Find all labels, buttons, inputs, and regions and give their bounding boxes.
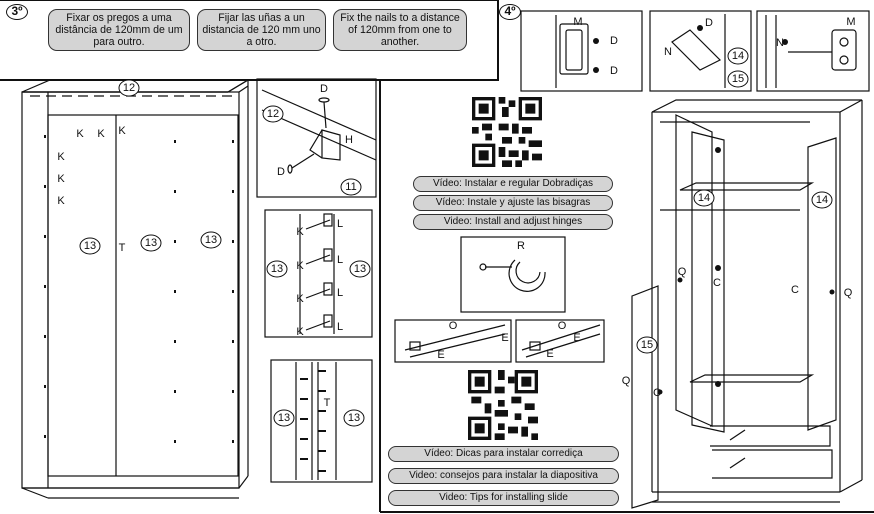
part-letter-label: C — [653, 387, 661, 399]
video-link-slides-en[interactable]: Video: Tips for installing slide — [388, 490, 619, 506]
part-13-detail-b: 13 — [354, 263, 366, 275]
part-12-label: 12 — [123, 82, 135, 94]
part-15-hinge: 15 — [732, 73, 744, 85]
part-13-label-c: 13 — [205, 234, 217, 246]
qr-code-slides[interactable] — [468, 370, 538, 440]
part-letter-label: K — [57, 173, 65, 185]
part-letter-label: K — [296, 260, 304, 272]
part-letter-label: E — [573, 332, 580, 344]
part-13-label-a: 13 — [84, 240, 96, 252]
part-letter-label: N — [776, 37, 784, 49]
part-14-hinge: 14 — [732, 50, 744, 62]
part-15-door: 15 — [641, 339, 653, 351]
part-13-detail-c: 13 — [278, 412, 290, 424]
part-letter-label: L — [337, 321, 343, 333]
part-letter-label: H — [345, 134, 353, 146]
part-letter-label: K — [57, 195, 65, 207]
part-letter-label: K — [296, 226, 304, 238]
wardrobe-front-view — [631, 99, 863, 509]
video-link-hinges-en[interactable]: Video: Install and adjust hinges — [413, 214, 613, 230]
part-letter-label: D — [277, 166, 285, 178]
part-letter-label: Q — [678, 266, 687, 278]
video-link-slides-es[interactable]: Video: consejos para instalar la diaposi… — [388, 468, 619, 484]
part-letter-label: R — [517, 240, 525, 252]
nail-row-1 — [305, 213, 333, 230]
part-letter-label: L — [337, 287, 343, 299]
part-12-detail: 12 — [267, 108, 279, 120]
part-letter-label: E — [546, 348, 553, 360]
note-portuguese: Fixar os pregos a uma distância de 120mm… — [48, 9, 190, 51]
part-letter-label: K — [118, 125, 126, 137]
part-letter-label: K — [296, 293, 304, 305]
part-letter-label: T — [324, 397, 331, 409]
part-14-door-right: 14 — [816, 194, 828, 206]
part-letter-label: L — [337, 218, 343, 230]
qr-code-hinges[interactable] — [472, 97, 542, 167]
part-letter-label: L — [337, 254, 343, 266]
part-13-detail-a: 13 — [271, 263, 283, 275]
part-letter-label: M — [573, 16, 582, 28]
part-letter-label: Q — [844, 287, 853, 299]
step-3-badge: 3º — [6, 4, 28, 20]
pre-drilled-holes — [44, 25, 835, 472]
part-letter-label: K — [296, 326, 304, 338]
part-letter-label: M — [846, 16, 855, 28]
video-link-slides-pt[interactable]: Vídeo: Dicas para instalar corrediça — [388, 446, 619, 462]
part-letter-label: O — [558, 320, 567, 332]
part-letter-label: K — [57, 151, 65, 163]
part-13-detail-d: 13 — [348, 412, 360, 424]
note-english: Fix the nails to a distance of 120mm fro… — [333, 9, 467, 51]
part-letter-label: O — [449, 320, 458, 332]
wardrobe-back-view — [21, 79, 251, 499]
video-link-hinges-pt[interactable]: Vídeo: Instalar e regular Dobradiças — [413, 176, 613, 192]
part-13-label-b: 13 — [145, 237, 157, 249]
part-letter-label: D — [610, 65, 618, 77]
part-letter-label: D — [610, 35, 618, 47]
part-letter-label: D — [705, 17, 713, 29]
part-letter-label: C — [791, 284, 799, 296]
part-letter-label: Q — [622, 375, 631, 387]
step-3-frame — [0, 0, 499, 81]
part-letter-label: E — [437, 349, 444, 361]
part-letter-label: D — [320, 83, 328, 95]
part-letter-label: C — [713, 277, 721, 289]
video-link-hinges-es[interactable]: Vídeo: Instale y ajuste las bisagras — [413, 195, 613, 211]
part-14-door-left: 14 — [698, 192, 710, 204]
part-letter-label: E — [501, 332, 508, 344]
note-spanish: Fijar las uñas a un distancia de 120 mm … — [197, 9, 326, 51]
part-letter-label: T — [119, 242, 126, 254]
part-letter-label: K — [97, 128, 105, 140]
part-letter-label: N — [664, 46, 672, 58]
part-letter-label: K — [76, 128, 84, 140]
part-11-label: 11 — [345, 181, 356, 193]
step-3-lower-frame — [0, 79, 381, 512]
